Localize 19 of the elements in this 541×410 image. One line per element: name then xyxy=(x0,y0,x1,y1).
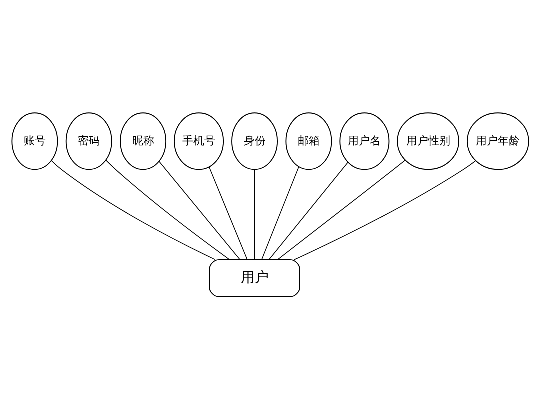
node-circle: 用户性别 xyxy=(397,112,460,170)
connector xyxy=(268,162,349,260)
connector xyxy=(106,160,230,260)
connector xyxy=(254,169,256,260)
connector xyxy=(277,160,406,260)
node-ellipse: 手机号 xyxy=(174,112,224,170)
node-ellipse: 用户名 xyxy=(340,112,390,170)
node-ellipse: 密码 xyxy=(66,112,112,170)
connector xyxy=(261,166,300,260)
node-ellipse: 身份 xyxy=(232,112,278,170)
connector xyxy=(208,166,248,260)
connector xyxy=(51,160,216,260)
node-ellipse: 邮箱 xyxy=(286,112,332,170)
node-box: 用户 xyxy=(209,259,300,298)
connector xyxy=(158,161,241,260)
node-ellipse: 账号 xyxy=(12,112,58,170)
node-ellipse: 昵称 xyxy=(120,112,167,170)
node-circle: 用户年龄 xyxy=(467,112,530,170)
connector xyxy=(294,160,476,260)
